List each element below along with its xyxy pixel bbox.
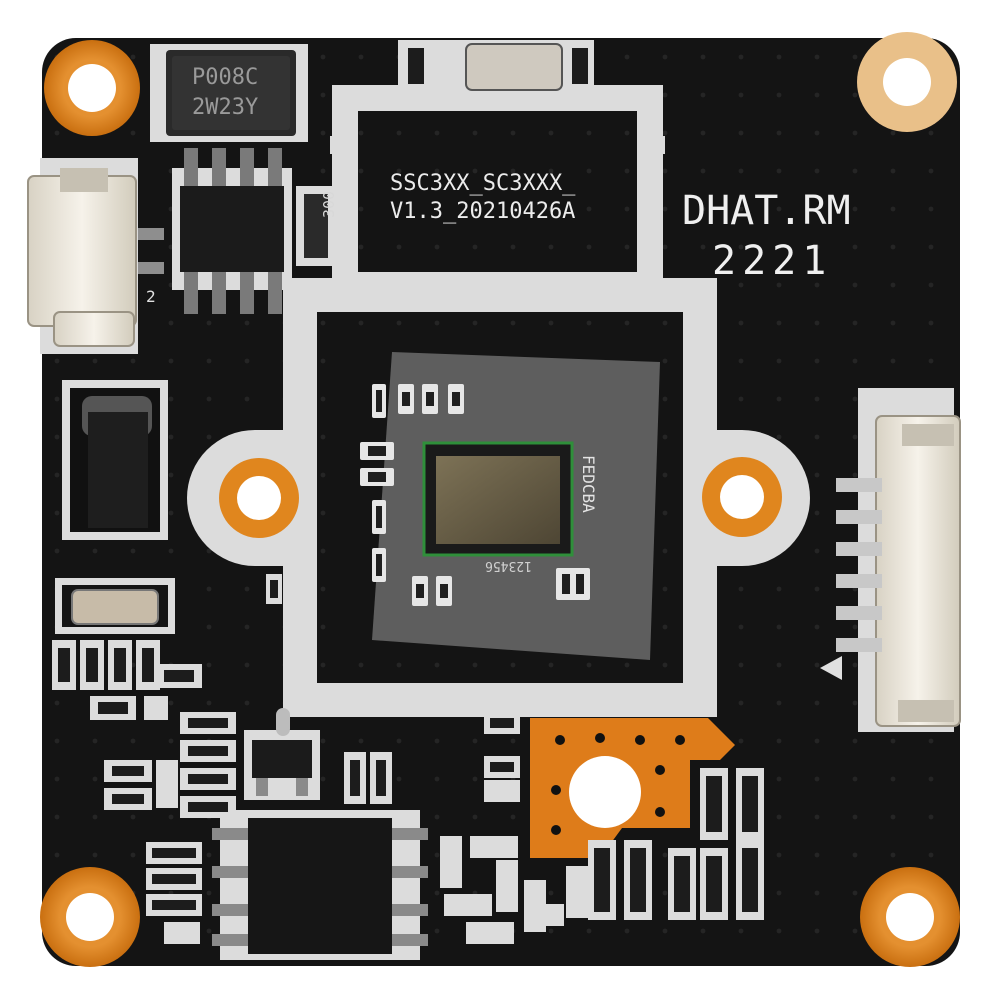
silk-version-line2: V1.3_20210426A: [390, 199, 575, 224]
lens-holder-right-ear: [700, 430, 810, 566]
large-diode: [62, 380, 168, 540]
silk-model: DHAT.RM: [682, 188, 851, 234]
regulator-marking-line2: 2W23Y: [192, 95, 258, 120]
left-connector: 2: [27, 158, 164, 354]
sensor-pin-labels: 123456: [485, 558, 532, 573]
right-connector: [820, 388, 961, 732]
soic8-ic-top: [172, 148, 292, 314]
soic8-ic-bottom: [212, 810, 428, 960]
mounting-hole-bottom-left: [40, 867, 140, 967]
regulator-ic: P008C 2W23Y: [150, 44, 308, 142]
resistor-300: 300: [296, 186, 338, 266]
connector-pin-label: 2: [146, 287, 156, 306]
image-sensor: [422, 441, 574, 557]
sensor-pad-labels: FEDCBA: [579, 455, 598, 513]
resistor-marking: 300: [320, 191, 338, 218]
ceramic-capacitor: [55, 578, 175, 634]
mounting-hole-bottom-right: [860, 867, 960, 967]
mounting-hole-top-right: [857, 32, 957, 132]
silk-version-line1: SSC3XX_SC3XXX_: [390, 171, 576, 196]
mounting-hole-top-left: [44, 40, 140, 136]
copper-ground-pad: [530, 718, 735, 858]
regulator-marking-line1: P008C: [192, 65, 258, 90]
sot23-transistor: [244, 708, 320, 800]
lens-holder-left-ear: [187, 430, 300, 566]
silk-code: 2221: [712, 238, 832, 284]
top-capacitor: [398, 40, 594, 96]
